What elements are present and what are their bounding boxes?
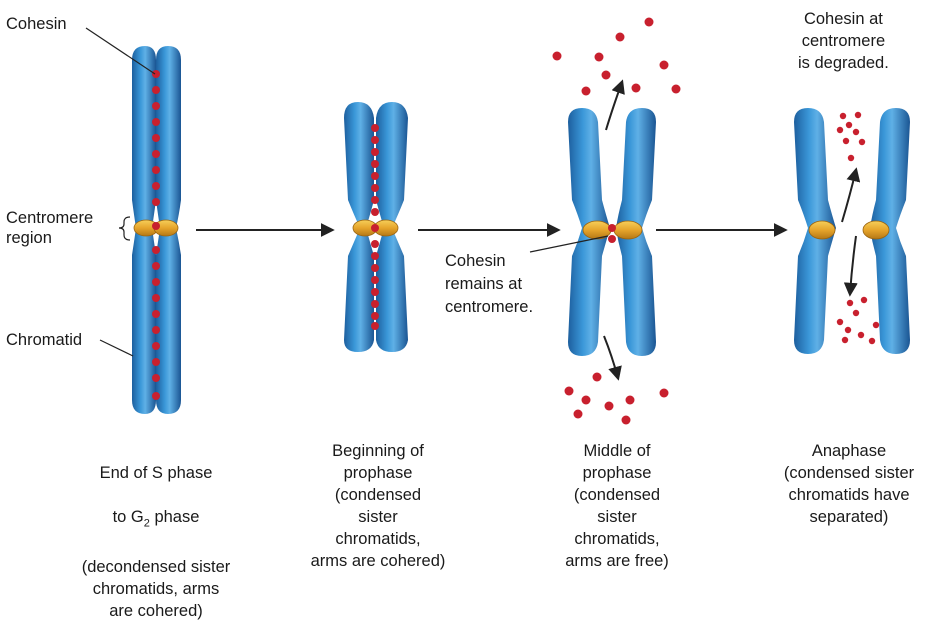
stage3-released-cohesin-bottom (564, 372, 669, 425)
stage4-caption: Anaphase (condensed sister chromatids ha… (783, 442, 915, 526)
stage2-cohesin-dots (371, 124, 379, 330)
stage3-release-arrow-bottom (603, 335, 622, 381)
stage2-chromatid-left (344, 102, 374, 352)
cohesin-leader-line (85, 27, 156, 75)
stage4-centromere-left (808, 220, 836, 240)
cohesin-diagram (85, 17, 910, 425)
cohesin-label: Cohesin (6, 15, 67, 33)
stage3-caption: Middle of prophase (condensed sister chr… (565, 442, 669, 570)
stage1-caption-line2-prefix: to G (112, 508, 144, 526)
stage3-chromosome (568, 108, 656, 356)
centromere-bracket (118, 216, 131, 241)
stage4-release-arrow-top (841, 167, 861, 223)
stage3-centromere-right (613, 220, 643, 240)
centromere-region-label: Centromere region (6, 209, 94, 247)
stage4-degraded-cohesin-top (836, 111, 866, 162)
stage1-caption-rest: (decondensed sister chromatids, arms are… (81, 558, 231, 621)
stage1-caption: End of S phase to G2 phase (decondensed … (40, 440, 272, 644)
stage1-caption-line2-sub: 2 (143, 517, 150, 530)
stage1-chromosome (132, 46, 181, 414)
stage2-caption: Beginning of prophase (condensed sister … (310, 442, 446, 570)
stage1-caption-line2: to G2 phase (40, 506, 272, 534)
stage3-centromere-cohesin (608, 224, 616, 243)
chromatid-leader-line (99, 339, 134, 357)
stage1-caption-line2-suffix: phase (149, 508, 200, 526)
chromatid-label: Chromatid (6, 331, 83, 349)
stage4-chromatid-right (870, 108, 910, 354)
stage3-released-cohesin-top (552, 17, 681, 96)
stage4-centromere-right (862, 220, 890, 240)
cohesin-degraded-label: Cohesin at centromere is degraded. (798, 10, 889, 72)
stage3-release-arrow-top (605, 79, 625, 131)
cohesin-remains-label: Cohesin remains at centromere. (445, 252, 534, 316)
stage4-degraded-cohesin-bottom (836, 296, 880, 345)
stage1-cohesin-dots (152, 70, 160, 400)
stage2-chromosome (344, 102, 408, 352)
cohesin-remains-leader-line (529, 235, 609, 253)
stage1-caption-line1: End of S phase (99, 464, 213, 482)
stage4-release-arrow-bottom (843, 235, 858, 297)
stage4-chromosome (794, 108, 910, 354)
